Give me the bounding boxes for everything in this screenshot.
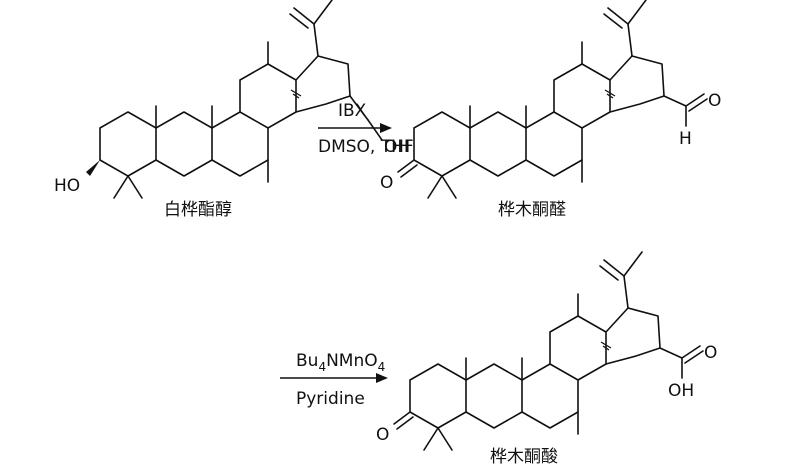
aldehyde-hydrogen-label: H (679, 129, 692, 149)
ketone-oxygen-label: O (376, 425, 389, 445)
reagent-bu4nmno4: Bu4NMnO4 (296, 351, 385, 374)
reaction-arrow-1: IBX DMSO, THF (318, 101, 414, 157)
compound-name-betulonic-acid: 桦木酮酸 (490, 447, 558, 467)
hydroxyl-label-c28: OH (384, 137, 410, 157)
compound-name-betulonic-aldehyde: 桦木酮醛 (498, 200, 566, 220)
compound-betulonic-acid: O O OH (376, 251, 717, 451)
reagent-ibx: IBX (338, 101, 367, 121)
compound-name-betulin: 白桦酯醇 (164, 200, 232, 220)
acid-carbonyl-oxygen-label: O (704, 343, 717, 363)
compound-betulin: HO OH (54, 0, 410, 199)
compound-betulonic-aldehyde: O O H (380, 0, 721, 199)
reagent-dmso-thf: DMSO, THF (318, 137, 414, 157)
reagent-pyridine: Pyridine (296, 389, 365, 409)
ketone-oxygen-label: O (380, 173, 393, 193)
acid-hydroxyl-label: OH (668, 381, 694, 401)
reaction-arrow-2: Bu4NMnO4 Pyridine (280, 351, 388, 409)
aldehyde-oxygen-label: O (708, 91, 721, 111)
hydroxyl-label-c3: HO (54, 176, 80, 196)
